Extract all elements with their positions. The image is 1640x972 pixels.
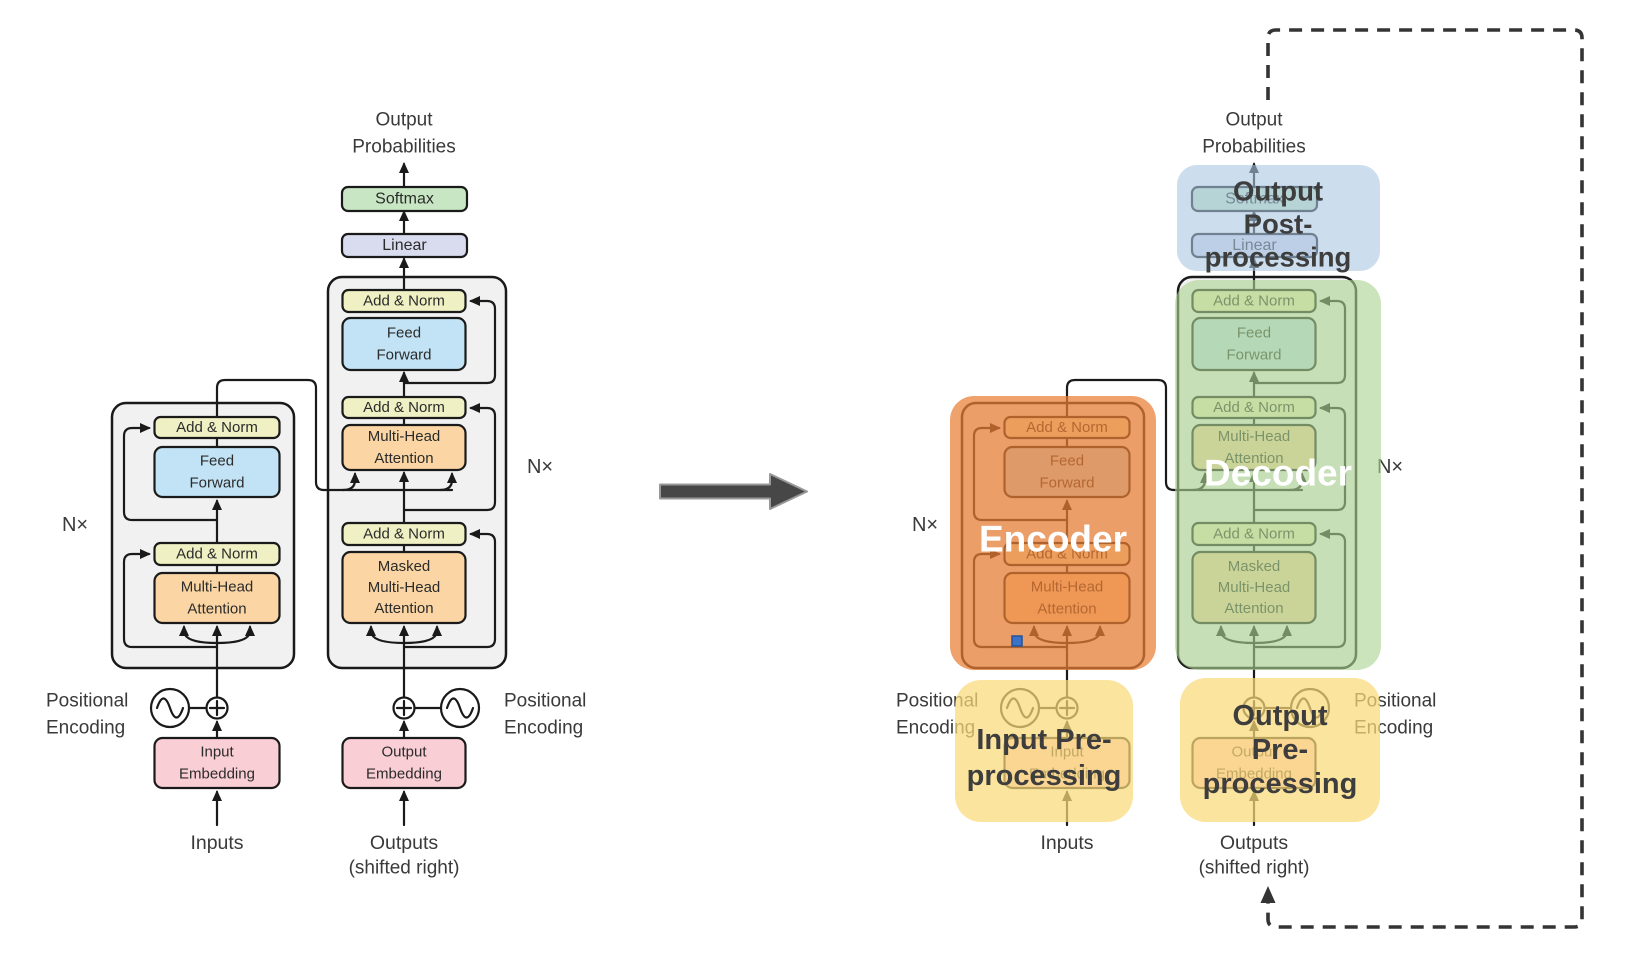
output-pre-processing-overlay xyxy=(1180,678,1380,822)
decoder-add-norm-bottom-box xyxy=(341,521,467,547)
decoder-multi-head-attention-box-label: Attention xyxy=(374,450,433,467)
annotation-overlays: EncoderDecoderOutputPost-processingInput… xyxy=(950,165,1381,822)
encoder-overlay-label: Encoder xyxy=(979,519,1127,560)
output-post-processing-overlay-label: Post- xyxy=(1244,209,1313,240)
connector-line xyxy=(215,378,454,492)
sine-wave-icon xyxy=(155,697,185,719)
encoder-add-norm-bottom-box-label: Add & Norm xyxy=(176,546,258,563)
output-pre-processing-overlay-label: Output xyxy=(1232,700,1327,732)
decoder-masked-multi-head-attention-box-label: Masked xyxy=(378,558,431,575)
connector-line xyxy=(122,549,219,649)
decoder-overlay xyxy=(1175,280,1381,670)
output-probabilities-label: Probabilities xyxy=(1202,137,1306,158)
input-pre-processing-overlay-label: processing xyxy=(967,760,1122,792)
outputs-shifted-right-label: (shifted right) xyxy=(349,858,460,879)
connector-line xyxy=(215,625,255,645)
positional-encoding-label-left: Encoding xyxy=(46,718,125,739)
feedback-loop-arrowhead xyxy=(1260,886,1276,903)
feedback-loop-dashed-line xyxy=(1266,28,1584,929)
input-embedding-box xyxy=(153,736,281,790)
encoder-multi-head-attention-box-label: Multi-Head xyxy=(181,579,254,596)
decoder-feed-forward-box xyxy=(341,316,467,372)
n-times-label-decoder: N× xyxy=(1377,456,1403,478)
encoder-multi-head-attention-box xyxy=(153,571,281,625)
softmax-box xyxy=(340,185,469,213)
input-pre-processing-overlay xyxy=(955,680,1133,822)
decoder-masked-multi-head-attention-box xyxy=(341,550,467,625)
decoder-add-norm-top-box-label: Add & Norm xyxy=(363,293,445,310)
output-post-processing-overlay-label: processing xyxy=(1205,242,1352,273)
outputs-label: Outputs xyxy=(1220,832,1289,854)
encoder-add-norm-top-box-label: Add & Norm xyxy=(176,419,258,436)
output-embedding-box-label: Embedding xyxy=(366,766,442,783)
connector-line xyxy=(341,472,360,492)
inputs-label: Inputs xyxy=(190,832,243,854)
decoder-add-norm-middle-box xyxy=(341,395,467,420)
positional-encoding-label-right: Positional xyxy=(504,691,586,712)
connector-line xyxy=(402,529,497,649)
connector-line xyxy=(366,625,406,645)
linear-box-label: Linear xyxy=(382,237,427,254)
encoder-feed-forward-box-label: Feed xyxy=(200,453,234,470)
n-times-label-decoder: N× xyxy=(527,456,553,478)
positional-encoding-label-left: Positional xyxy=(46,691,128,712)
output-embedding-box-label: Output xyxy=(381,744,427,761)
decoder-masked-multi-head-attention-box-label: Multi-Head xyxy=(368,579,441,596)
decoder-multi-head-attention-box-label: Multi-Head xyxy=(368,428,441,445)
positional-encoding-label-right: Encoding xyxy=(504,718,583,739)
decoder-feed-forward-box-label: Feed xyxy=(387,325,421,342)
decoder-overlay-label: Decoder xyxy=(1204,453,1352,494)
output-probabilities-label: Output xyxy=(1225,110,1283,131)
outputs-shifted-right-label: (shifted right) xyxy=(1199,858,1310,879)
connector-line xyxy=(1065,378,1304,492)
input-pre-processing-overlay-label: Input Pre- xyxy=(976,724,1111,756)
encoder-add-norm-top-box xyxy=(153,415,281,440)
selection-handle-marker xyxy=(1011,635,1023,647)
softmax-box-label: Softmax xyxy=(375,191,434,208)
encoder-stack-container xyxy=(110,401,296,670)
connector-line xyxy=(402,625,442,645)
outputs-label: Outputs xyxy=(370,832,439,854)
n-times-label-encoder: N× xyxy=(62,514,88,536)
output-embedding-box xyxy=(341,736,467,790)
input-embedding-box-label: Input xyxy=(200,744,234,761)
output-post-processing-overlay-label: Output xyxy=(1233,176,1323,207)
decoder-feed-forward-box-label: Forward xyxy=(376,347,431,364)
connector-line xyxy=(179,625,219,645)
transform-arrow xyxy=(659,473,808,510)
connector-line xyxy=(402,296,497,385)
encoder-overlay xyxy=(950,396,1156,670)
decoder-add-norm-bottom-box-label: Add & Norm xyxy=(363,526,445,543)
inputs-label: Inputs xyxy=(1040,832,1093,854)
encoder-feed-forward-box xyxy=(153,445,281,499)
connector-line xyxy=(438,472,457,492)
output-probabilities-label: Output xyxy=(375,110,433,131)
linear-box xyxy=(340,232,469,259)
input-embedding-box-label: Embedding xyxy=(179,766,255,783)
output-pre-processing-overlay-label: processing xyxy=(1203,768,1358,800)
encoder-multi-head-attention-box-label: Attention xyxy=(187,601,246,618)
output-probabilities-label: Probabilities xyxy=(352,137,456,158)
decoder-add-norm-top-box xyxy=(341,288,467,314)
decoder-masked-multi-head-attention-box-label: Attention xyxy=(374,600,433,617)
output-post-processing-overlay xyxy=(1177,165,1380,271)
output-pre-processing-overlay-label: Pre- xyxy=(1252,734,1308,766)
connector-line xyxy=(122,423,219,522)
sine-wave-icon xyxy=(445,697,475,719)
encoder-add-norm-bottom-box xyxy=(153,541,281,567)
decoder-multi-head-attention-box xyxy=(341,423,467,472)
n-times-label-encoder: N× xyxy=(912,514,938,536)
decoder-add-norm-middle-box-label: Add & Norm xyxy=(363,399,445,416)
encoder-feed-forward-box-label: Forward xyxy=(189,475,244,492)
connector-line xyxy=(402,403,497,512)
